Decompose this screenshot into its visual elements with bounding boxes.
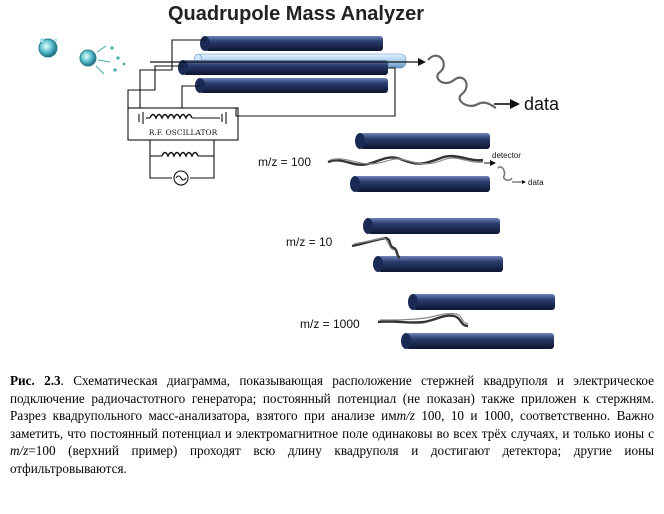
caption-text-1: . Схематическая диаграмма, показывающая …	[10, 373, 654, 424]
panel-mz-1000: m/z = 1000	[300, 294, 555, 349]
rf-oscillator-box	[127, 107, 239, 141]
caption-mz-1: m/z	[396, 408, 415, 424]
rod-middle	[183, 60, 388, 75]
figure-title: Quadrupole Mass Analyzer	[168, 3, 424, 25]
detector-label: detector	[492, 151, 521, 160]
caption-mz-2: m/z	[10, 443, 29, 459]
ac-source-icon	[173, 170, 189, 186]
rf-circuit	[127, 39, 396, 186]
panel-label: m/z = 100	[258, 155, 311, 169]
output-data-label: data	[524, 94, 560, 114]
rf-oscillator-label: R.F. OSCILLATOR	[149, 128, 218, 137]
figure-caption: Рис. 2.3. Схематическая диаграмма, показ…	[10, 372, 654, 478]
panel-mz-10: m/z = 10	[286, 218, 503, 272]
panel-mz-100: m/z = 100 detector data	[258, 133, 544, 192]
detector-data-label: data	[528, 178, 544, 187]
figure-number: Рис. 2.3	[10, 373, 61, 388]
rod-bottom	[200, 78, 388, 93]
panel-label: m/z = 10	[286, 235, 333, 249]
rod-top	[205, 36, 383, 51]
quadrupole-figure: Quadrupole Mass Analyzer	[38, 3, 560, 349]
output-signal	[427, 54, 497, 109]
output-arrow	[494, 99, 520, 109]
ion-source-icon	[38, 38, 126, 75]
quadrupole-rods	[150, 36, 426, 93]
caption-text-3: =100 (верхний пример) проходят всю длину…	[10, 443, 654, 476]
caption-text-2: 100, 10 и 1000, соответственно. Важно за…	[10, 408, 654, 441]
panel-label: m/z = 1000	[300, 317, 360, 331]
